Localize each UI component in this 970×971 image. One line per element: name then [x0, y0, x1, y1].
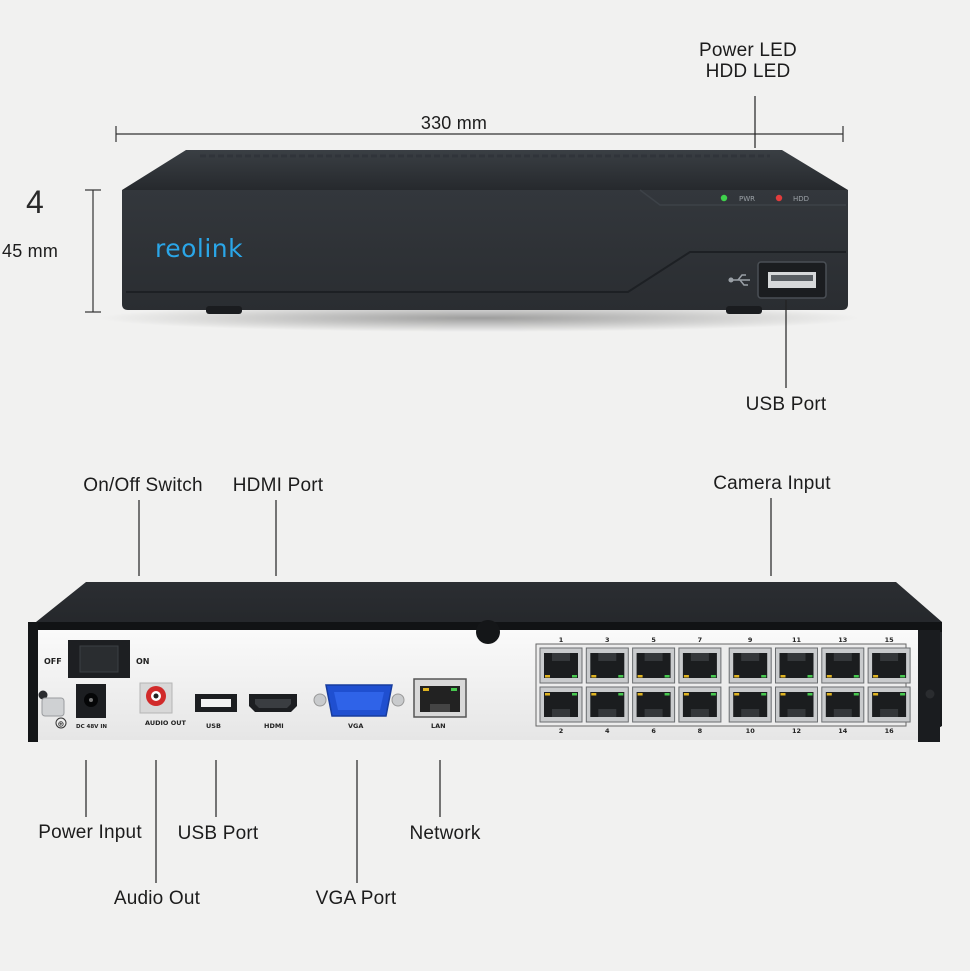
camera-input-port[interactable] [539, 686, 583, 723]
usb-label: USB [206, 722, 221, 730]
reolink-logo: reolink [155, 234, 243, 263]
port-number-label: 3 [605, 636, 610, 644]
front-usb-port[interactable] [757, 261, 827, 299]
camera-input-ports [535, 643, 911, 727]
hdmi-port[interactable] [249, 694, 297, 712]
lan-port[interactable] [413, 678, 467, 718]
camera-input-port[interactable] [678, 647, 722, 684]
audio-out-jack[interactable] [139, 682, 173, 714]
nvr-front-face [122, 190, 848, 310]
width-label: 330 mm [420, 113, 488, 133]
port-number-label: 8 [698, 727, 703, 735]
camera-input-port[interactable] [632, 647, 676, 684]
port-number-label: 6 [651, 727, 656, 735]
vga-port-callout: VGA Port [315, 888, 397, 909]
camera-input-port[interactable] [867, 647, 911, 684]
camera-input-port[interactable] [585, 686, 629, 723]
lan-label: LAN [431, 722, 446, 730]
network-callout: Network [409, 823, 481, 844]
screw-icon [38, 690, 48, 700]
port-number-label: 11 [792, 636, 802, 644]
audio-out-label: AUDIO OUT [145, 719, 187, 727]
port-number-label: 13 [838, 636, 847, 644]
vga-label: VGA [348, 722, 363, 730]
port-number-label: 10 [746, 727, 756, 735]
camera-input-port[interactable] [775, 647, 818, 684]
back-usb-port[interactable] [195, 694, 237, 712]
port-number-label: 5 [651, 636, 656, 644]
port-number-label: 4 [605, 727, 610, 735]
port-number-label: 9 [748, 636, 753, 644]
height-number: 4 [26, 184, 44, 220]
port-number-label: 12 [792, 727, 801, 735]
port-number-label: 1 [559, 636, 564, 644]
pwr-led-label: PWR [739, 195, 755, 203]
port-number-label: 7 [698, 636, 703, 644]
camera-input-port[interactable] [539, 647, 583, 684]
camera-input-callout: Camera Input [713, 473, 831, 494]
ground-screw-icon: ⊕ [41, 697, 67, 729]
pwr-led-icon [720, 194, 728, 202]
camera-input-port[interactable] [867, 686, 911, 723]
hdd-led-label: HDD [793, 195, 809, 203]
port-number-label: 14 [838, 727, 848, 735]
power-led-callout: Power LED HDD LED [699, 40, 797, 82]
back-view: OFF ON ⊕ DC 48V IN AUDIO OUT USB [28, 498, 942, 883]
camera-input-port[interactable] [632, 686, 676, 723]
power-input-jack[interactable] [76, 684, 106, 718]
camera-input-port[interactable] [678, 686, 722, 723]
camera-input-port[interactable] [775, 686, 818, 723]
camera-input-port[interactable] [585, 647, 629, 684]
camera-input-port[interactable] [728, 647, 772, 684]
switch-on-label: ON [136, 657, 150, 666]
svg-text:⊕: ⊕ [58, 720, 65, 729]
height-label: 45 mm [2, 241, 59, 261]
port-numbers-bottom: 2 4 6 8 10 12 14 16 [559, 727, 894, 735]
hdmi-label: HDMI [264, 722, 284, 730]
front-view: PWR HDD reolink [85, 96, 860, 388]
nvr-back-top [36, 582, 942, 740]
screw-icon [925, 689, 935, 699]
dc-in-label: DC 48V IN [76, 724, 107, 730]
hdd-led-icon [775, 194, 783, 202]
power-input-callout: Power Input [38, 822, 142, 843]
audio-out-callout: Audio Out [113, 888, 201, 909]
hdmi-port-callout: HDMI Port [232, 475, 324, 496]
camera-input-port[interactable] [821, 647, 865, 684]
vga-port[interactable] [313, 684, 405, 717]
port-number-label: 15 [885, 636, 895, 644]
switch-off-label: OFF [44, 657, 62, 666]
usb-symbol-icon [728, 274, 750, 286]
on-off-switch-callout: On/Off Switch [83, 475, 203, 496]
usb-back-callout: USB Port [177, 823, 259, 844]
on-off-switch[interactable] [68, 640, 130, 678]
height-dimension-line [85, 189, 101, 313]
usb-front-callout: USB Port [745, 394, 827, 415]
port-number-label: 16 [885, 727, 895, 735]
camera-input-port[interactable] [728, 686, 772, 723]
port-number-label: 2 [559, 727, 564, 735]
camera-input-port[interactable] [821, 686, 865, 723]
width-dimension-line [115, 126, 844, 142]
nvr-top-surface [122, 150, 848, 190]
